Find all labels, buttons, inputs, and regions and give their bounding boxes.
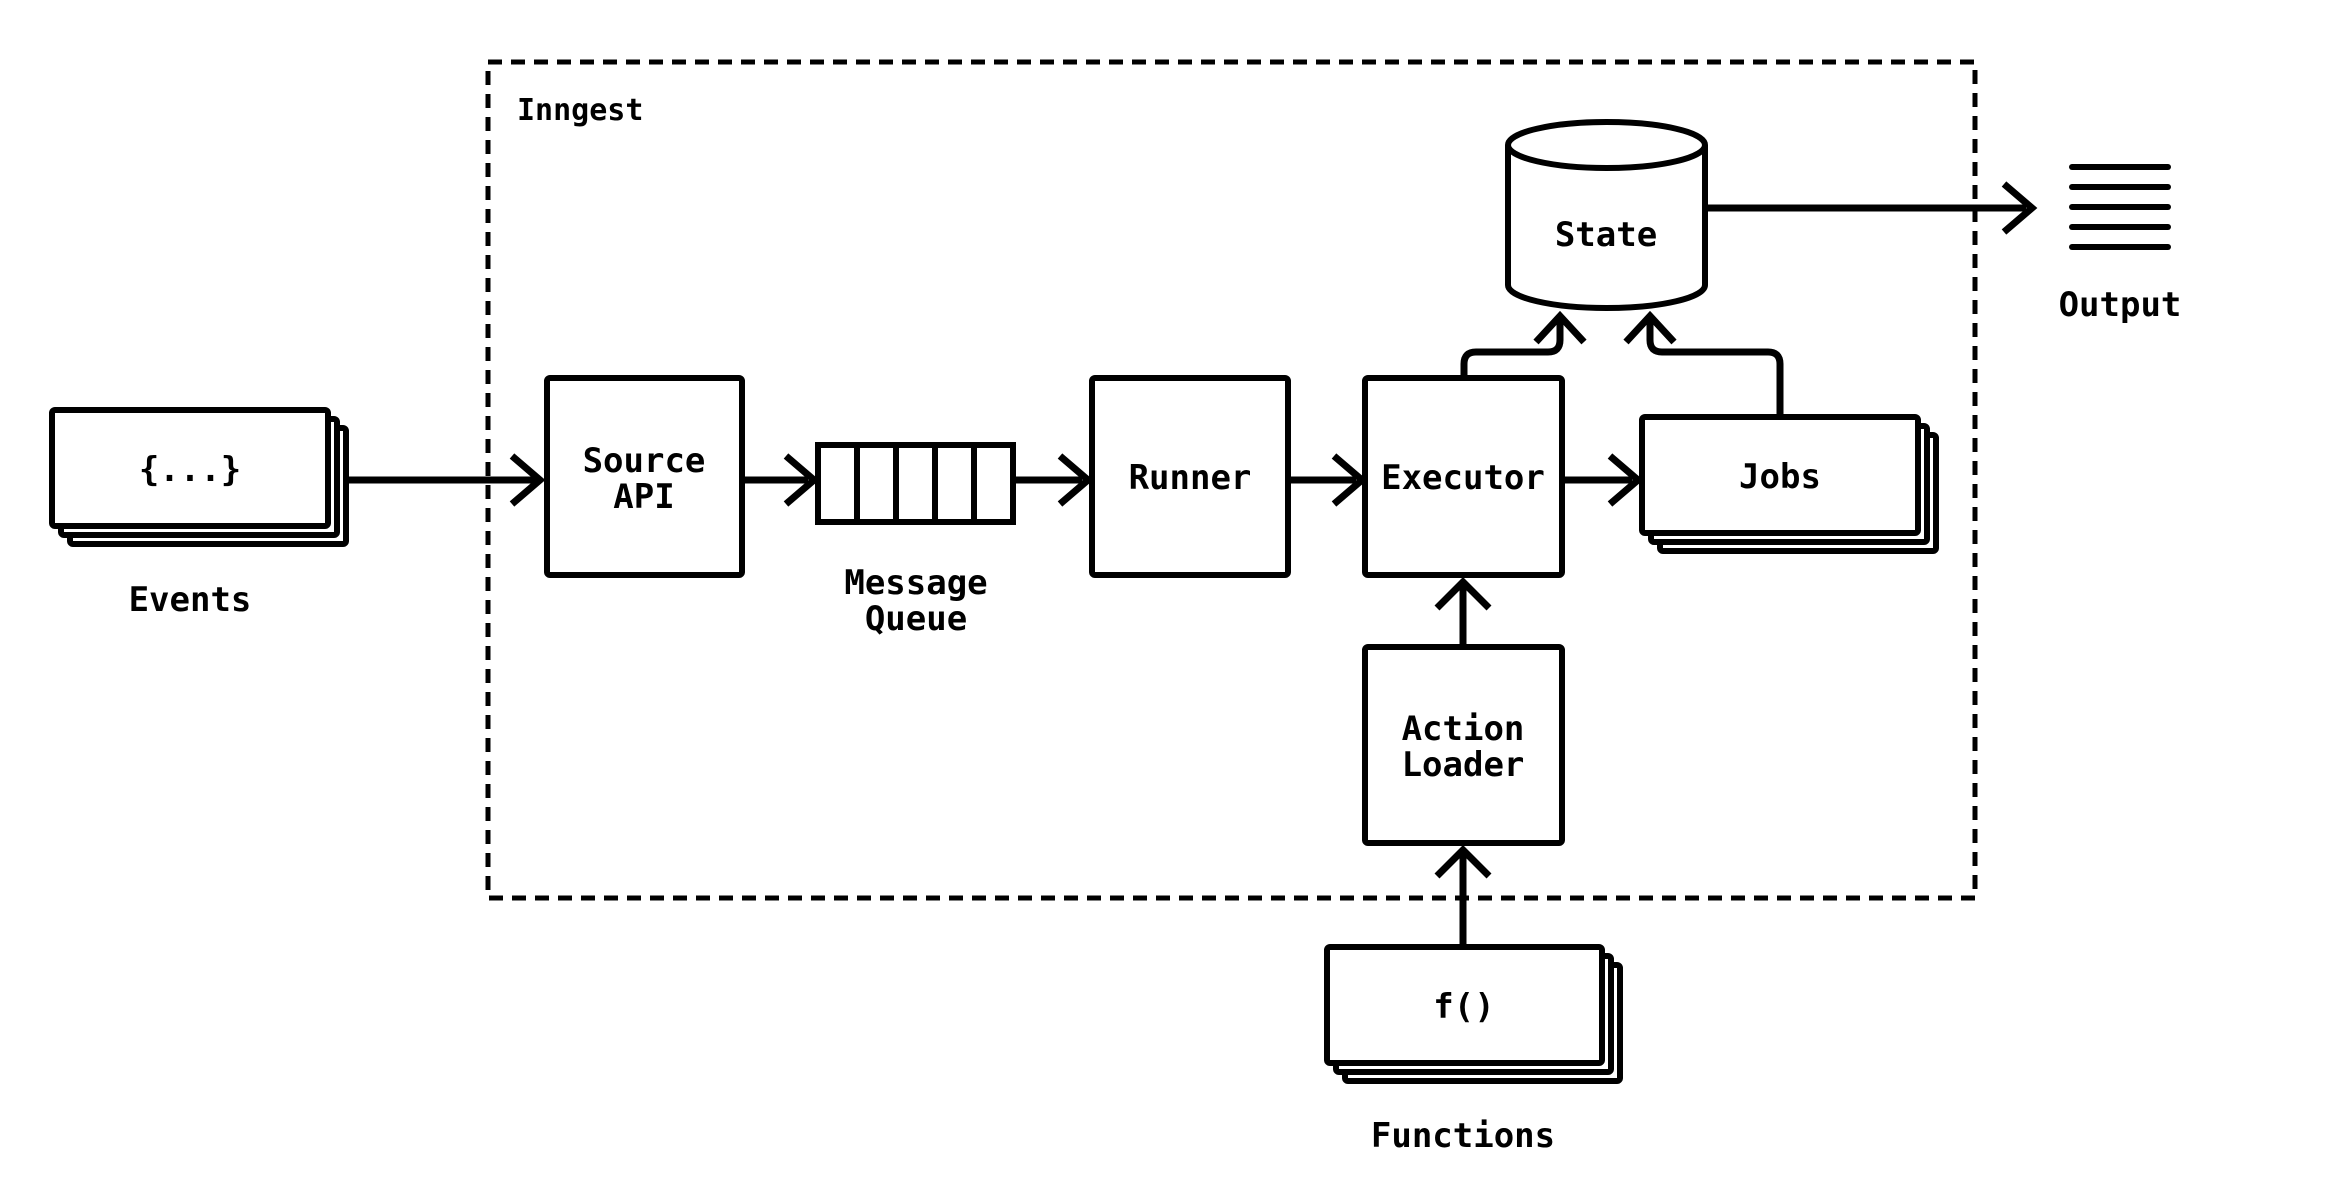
arrow-elbow-shaft	[1460, 320, 1564, 378]
source-api-label-line2: API	[613, 477, 674, 517]
runner-label: Runner	[1129, 458, 1252, 498]
state-node: State	[1505, 119, 1708, 311]
message-queue-caption-line1: Message	[844, 563, 987, 603]
state-cylinder-body	[1505, 145, 1708, 311]
arrowhead-right-icon	[1607, 453, 1644, 507]
inngest-container: Inngest	[485, 59, 1978, 901]
output-lines-icon	[2069, 164, 2171, 250]
arrowhead-right-icon	[509, 453, 546, 507]
executor-node: Executor	[1362, 375, 1565, 578]
source-api-node: Source API	[544, 375, 745, 578]
action-loader-box	[1362, 644, 1565, 846]
output-caption: Output	[2059, 285, 2182, 325]
queue-outline	[815, 442, 1016, 525]
arrowhead-right-icon	[1057, 453, 1094, 507]
arrow-source-api-to-queue	[742, 453, 820, 507]
function-signature-icon: f()	[1433, 987, 1494, 1027]
functions-node: f() Functions	[1324, 944, 1623, 1156]
executor-label: Executor	[1381, 458, 1545, 498]
arrow-functions-to-action-loader	[1434, 845, 1492, 947]
arrowhead-up-icon	[1533, 310, 1587, 345]
functions-caption: Functions	[1371, 1116, 1555, 1156]
arrow-runner-to-executor	[1288, 453, 1368, 507]
action-loader-node: Action Loader	[1362, 644, 1565, 846]
action-loader-label-line2: Loader	[1402, 745, 1525, 785]
arrowhead-up-icon	[1434, 845, 1492, 879]
arrow-executor-to-state	[1460, 310, 1587, 378]
arrow-executor-to-jobs	[1562, 453, 1644, 507]
state-cylinder-top	[1505, 119, 1708, 171]
events-card-front	[49, 407, 331, 529]
message-queue-caption-line2: Queue	[865, 599, 967, 639]
jobs-card-front	[1639, 414, 1921, 536]
arrowhead-right-icon	[783, 453, 820, 507]
source-api-box	[544, 375, 745, 578]
arrowhead-up-icon	[1623, 310, 1677, 345]
functions-card-front	[1324, 944, 1605, 1066]
output-node: Output	[2059, 164, 2182, 325]
jobs-node: Jobs	[1639, 414, 1939, 554]
arrowhead-up-icon	[1434, 577, 1492, 611]
arrowhead-right-icon	[2001, 181, 2038, 235]
events-node: {...} Events	[49, 407, 349, 620]
jobs-label: Jobs	[1739, 457, 1821, 497]
inngest-container-label: Inngest	[517, 93, 643, 128]
arrow-jobs-to-state	[1623, 310, 1784, 417]
source-api-label-line1: Source	[583, 441, 706, 481]
action-loader-label-line1: Action	[1402, 709, 1525, 749]
message-queue-node: Message Queue	[815, 442, 1016, 639]
runner-box	[1089, 375, 1291, 578]
arrow-queue-to-runner	[1013, 453, 1094, 507]
inngest-dashed-border	[485, 59, 1978, 901]
arrow-state-to-output	[1703, 181, 2038, 235]
executor-box	[1362, 375, 1565, 578]
events-caption: Events	[129, 580, 252, 620]
json-braces-icon: {...}	[139, 450, 241, 490]
arrow-action-loader-to-executor	[1434, 577, 1492, 647]
state-label: State	[1555, 215, 1657, 255]
arrow-elbow-shaft	[1646, 320, 1784, 417]
runner-node: Runner	[1089, 375, 1291, 578]
arrow-events-to-source-api	[348, 453, 546, 507]
